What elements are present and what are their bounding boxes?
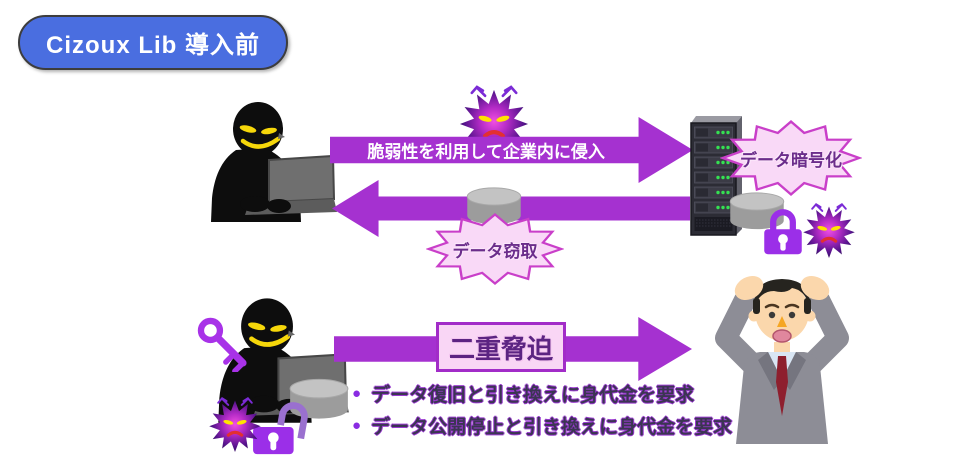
virus-icon xyxy=(800,202,858,258)
intrusion-arrow-label: 脆弱性を利用して企業内に侵入 xyxy=(367,142,605,162)
demand-text: データ公開停止と引き換えに身代金を要求 xyxy=(371,417,733,438)
hacker-icon xyxy=(203,100,338,222)
list-item: ● データ復旧と引き換えに身代金を要求 xyxy=(352,380,732,407)
page-title: Cizoux Lib 導入前 xyxy=(18,15,288,70)
ransom-demand-list: ● データ復旧と引き換えに身代金を要求 ● データ公開停止と引き換えに身代金を要… xyxy=(352,380,732,439)
database-icon xyxy=(462,186,526,228)
virus-icon xyxy=(456,84,532,158)
demand-text: データ復旧と引き換えに身代金を要求 xyxy=(371,385,695,406)
extortion-label-box: 二重脅迫 xyxy=(436,322,566,372)
virus-icon xyxy=(206,396,264,452)
distressed-businessman-icon xyxy=(696,264,868,444)
unlocked-padlock-icon xyxy=(250,400,316,456)
bullet-icon: ● xyxy=(352,385,362,402)
bullet-icon: ● xyxy=(352,417,362,434)
locked-padlock-icon xyxy=(760,206,806,256)
key-icon xyxy=(196,316,252,372)
extortion-label: 二重脅迫 xyxy=(448,333,553,364)
list-item: ● データ公開停止と引き換えに身代金を要求 xyxy=(352,412,732,439)
